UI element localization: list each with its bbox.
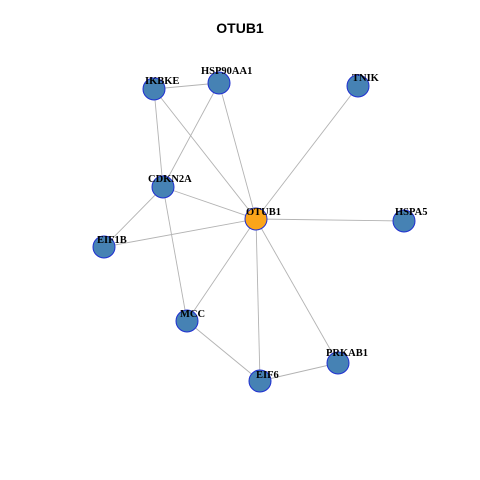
- node-prkab1[interactable]: [326, 351, 350, 375]
- graph-title: OTUB1: [216, 20, 264, 36]
- node-label-mcc: MCC: [180, 309, 205, 320]
- node-ikbke[interactable]: [142, 77, 166, 101]
- node-label-ikbke: IKBKE: [145, 76, 179, 87]
- node-label-eif1b: EIF1B: [97, 235, 127, 246]
- node-eif1b[interactable]: [92, 235, 116, 259]
- edge-otub1-mcc: [186, 218, 257, 322]
- nodes-layer: [92, 71, 416, 393]
- node-mcc[interactable]: [175, 309, 199, 333]
- node-hspa5[interactable]: [392, 209, 416, 233]
- edge-otub1-eif1b: [103, 218, 257, 248]
- node-eif6[interactable]: [248, 369, 272, 393]
- edge-mcc-eif6: [186, 320, 261, 382]
- edge-ikbke-otub1: [153, 88, 257, 220]
- node-label-cdkn2a: CDKN2A: [148, 174, 192, 185]
- node-label-eif6: EIF6: [256, 370, 279, 381]
- node-hsp90aa1[interactable]: [207, 71, 231, 95]
- edge-tnik-otub1: [255, 85, 359, 220]
- node-label-hspa5: HSPA5: [395, 207, 427, 218]
- node-tnik[interactable]: [346, 74, 370, 98]
- edge-cdkn2a-mcc: [162, 186, 188, 322]
- node-cdkn2a[interactable]: [151, 175, 175, 199]
- edge-hsp90aa1-otub1: [218, 82, 257, 220]
- edges-layer: [103, 82, 405, 382]
- edge-hsp90aa1-cdkn2a: [162, 82, 220, 188]
- node-label-tnik: TNIK: [352, 73, 380, 84]
- edge-cdkn2a-otub1: [162, 186, 257, 220]
- edge-otub1-prkab1: [255, 218, 339, 364]
- node-label-prkab1: PRKAB1: [326, 348, 368, 359]
- edge-otub1-eif6: [255, 218, 261, 382]
- edge-ikbke-cdkn2a: [153, 88, 164, 188]
- node-otub1[interactable]: [244, 207, 268, 231]
- edge-cdkn2a-eif1b: [103, 186, 164, 248]
- edge-otub1-hspa5: [255, 218, 405, 222]
- node-label-otub1: OTUB1: [246, 207, 281, 218]
- edge-prkab1-eif6: [259, 362, 339, 382]
- node-label-hsp90aa1: HSP90AA1: [201, 66, 252, 77]
